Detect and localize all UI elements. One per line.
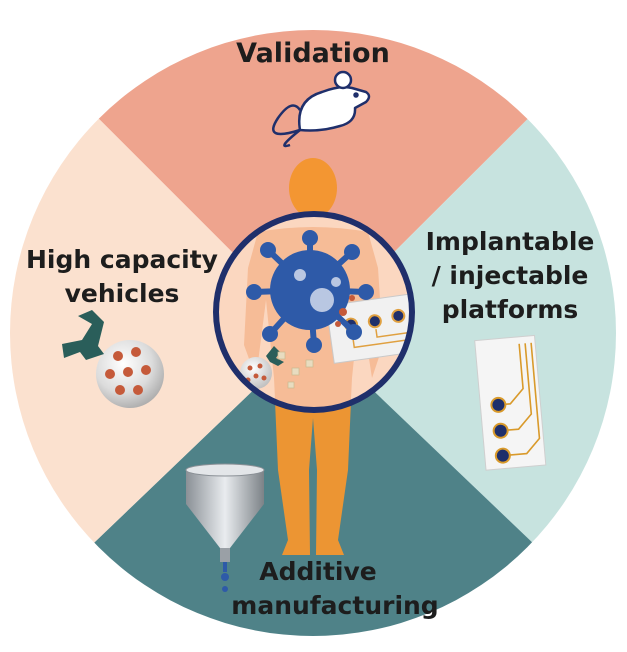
label-high-capacity-line-2: vehicles [65, 279, 180, 308]
implant-fragment [325, 293, 412, 364]
label-additive-line-1: Additive [259, 557, 376, 586]
mouse-icon [272, 70, 371, 148]
segment-high-capacity [10, 30, 313, 636]
label-additive-line-2: manufacturing [231, 591, 438, 620]
segment-additive [10, 333, 616, 636]
label-validation: Validation [236, 38, 390, 69]
label-implantable-line-2: / injectable [432, 261, 589, 290]
implant-chip-icon [474, 334, 547, 471]
inner-magnifier [213, 211, 415, 413]
label-implantable-line-3: platforms [442, 295, 579, 324]
nozzle-icon [185, 463, 265, 592]
label-implantable: Implantable / injectable platforms [426, 227, 595, 324]
antibody-icon [62, 310, 104, 360]
label-additive: Additive manufacturing [231, 557, 438, 620]
nanoparticle-icon [62, 310, 164, 408]
label-implantable-line-1: Implantable [426, 227, 595, 256]
segment-implantable [313, 30, 616, 636]
virus-icon [246, 230, 374, 353]
label-high-capacity-line-1: High capacity [26, 245, 218, 274]
label-high-capacity: High capacity vehicles [26, 245, 218, 308]
